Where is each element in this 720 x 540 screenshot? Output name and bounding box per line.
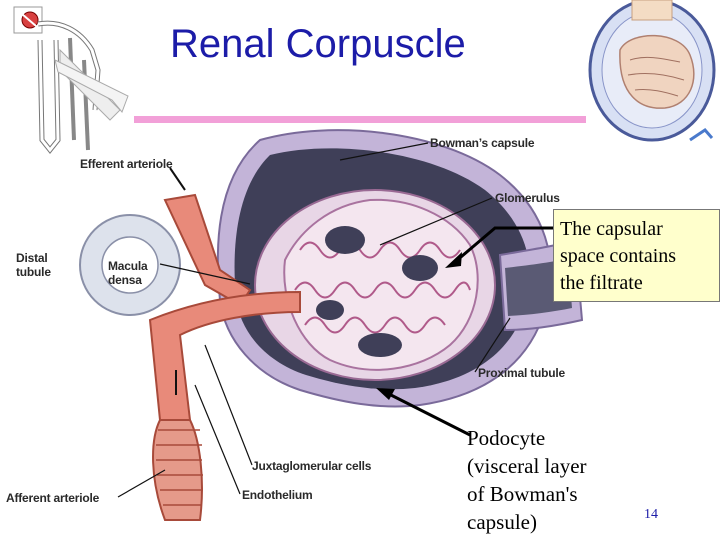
label-distal-tubule: Distal tubule [16, 251, 51, 279]
callout-line2: space contains [560, 245, 677, 267]
label-distal-tubule-line1: Distal [16, 251, 48, 265]
podocyte-line4: capsule) [467, 510, 537, 534]
distal-tubule-shape [79, 214, 181, 316]
podocyte-line2: (visceral layer [467, 454, 587, 478]
label-glomerulus: Glomerulus [495, 191, 560, 205]
fist-in-balloon-icon [588, 0, 716, 142]
podocyte-note: Podocyte (visceral layer of Bowman's cap… [467, 424, 637, 536]
label-macula-densa-line1: Macula [108, 259, 148, 273]
callout-line1: The capsular [560, 218, 663, 240]
podocyte-line1: Podocyte [467, 426, 546, 450]
label-efferent-arteriole: Efferent arteriole [80, 157, 173, 171]
podocyte-line3: of Bowman's [467, 482, 578, 506]
label-macula-densa-line2: densa [108, 273, 142, 287]
label-macula-densa: Macula densa [108, 259, 148, 287]
label-juxtaglomerular-cells: Juxtaglomerular cells [252, 459, 372, 473]
glomerulus-shape [254, 189, 496, 381]
page-number: 14 [644, 507, 658, 522]
label-afferent-arteriole: Afferent arteriole [6, 491, 100, 505]
callout-line3: the filtrate [560, 272, 643, 294]
label-bowmans-capsule: Bowman’s capsule [430, 136, 535, 150]
label-proximal-tubule: Proximal tubule [478, 366, 566, 380]
capsular-space-callout: The capsular space contains the filtrate [553, 209, 720, 302]
label-endothelium: Endothelium [242, 488, 313, 502]
title-underline-bar [134, 116, 586, 123]
arterioles-shape [148, 193, 301, 521]
nephron-icon [13, 6, 121, 155]
label-distal-tubule-line2: tubule [16, 265, 51, 279]
slide-title: Renal Corpuscle [170, 22, 466, 66]
